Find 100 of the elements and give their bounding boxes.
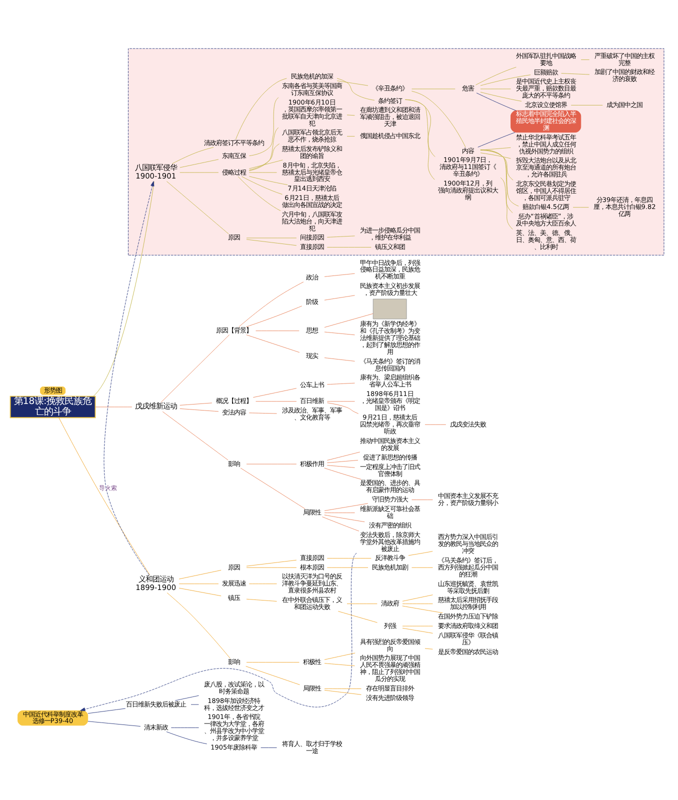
connector (326, 567, 368, 568)
connector (248, 176, 288, 186)
connector (336, 80, 368, 86)
connector (238, 282, 304, 328)
connector (88, 721, 141, 727)
connector (252, 388, 297, 398)
connector (178, 588, 222, 596)
connector (561, 73, 590, 75)
connector (500, 177, 513, 230)
connector (246, 666, 300, 685)
connector (246, 567, 297, 568)
connector (326, 465, 355, 468)
connector (180, 408, 219, 412)
connector (248, 412, 277, 414)
connector (412, 567, 433, 568)
connector (402, 606, 443, 614)
connector (480, 152, 511, 159)
connector (327, 402, 359, 414)
connector (162, 411, 228, 460)
connector (324, 332, 355, 336)
connector (180, 159, 219, 168)
connector (402, 594, 433, 602)
connector (402, 628, 433, 634)
connector (408, 551, 433, 556)
connector (166, 732, 208, 744)
connector (404, 100, 436, 158)
connector (324, 295, 355, 300)
connector (570, 104, 603, 106)
connector (478, 132, 516, 148)
connector (324, 273, 355, 277)
connector (180, 172, 219, 173)
connector (476, 92, 516, 111)
connector (178, 570, 222, 580)
connector (346, 114, 355, 116)
connector (336, 78, 375, 100)
connector (411, 90, 466, 148)
connector (346, 136, 355, 137)
connector (480, 147, 511, 150)
connector (424, 648, 433, 650)
node-box (372, 298, 407, 320)
connector (480, 92, 522, 102)
connector (249, 97, 279, 156)
connector (480, 150, 514, 180)
connector (236, 78, 287, 140)
connector (246, 334, 300, 353)
connector (326, 452, 360, 461)
connector (160, 334, 230, 402)
connector (580, 59, 590, 60)
node-box: 第18课:挽救民族危亡的斗争 (10, 396, 96, 418)
connector (326, 401, 355, 402)
cluster (128, 48, 664, 256)
connector (324, 514, 365, 522)
connector (256, 401, 297, 402)
arrow (104, 181, 154, 576)
connector (260, 747, 278, 748)
connector (324, 358, 355, 362)
connector (240, 468, 306, 509)
connector (174, 695, 200, 701)
connector (246, 598, 277, 602)
connector (88, 708, 126, 714)
connector (58, 418, 150, 576)
connector (322, 516, 360, 532)
connector (166, 592, 230, 659)
connector (248, 160, 283, 169)
connector (338, 611, 378, 623)
connector (324, 468, 362, 480)
connector (246, 306, 302, 328)
connector (324, 512, 355, 514)
connector (242, 176, 282, 195)
connector (324, 652, 356, 660)
connector (246, 239, 297, 246)
connector (248, 172, 277, 173)
connector (95, 406, 132, 408)
connector (248, 144, 280, 170)
connector (180, 402, 212, 406)
connector (326, 236, 355, 238)
connector (248, 127, 279, 172)
connector (326, 460, 358, 464)
connector (480, 88, 511, 90)
connector (256, 330, 300, 332)
connector (326, 558, 372, 559)
connector (324, 688, 362, 689)
connector (324, 663, 355, 666)
connector (412, 88, 456, 90)
connector (324, 690, 362, 695)
connector (476, 66, 516, 86)
connector (480, 150, 513, 214)
connector (572, 207, 589, 208)
connector (172, 147, 214, 164)
connector (246, 662, 300, 663)
connector (324, 503, 368, 511)
connector (246, 560, 297, 566)
connector (93, 181, 154, 396)
connector (404, 99, 435, 180)
connector (166, 181, 229, 234)
arrow (80, 552, 357, 712)
connector (480, 74, 531, 86)
connector (324, 313, 374, 328)
connector (326, 382, 355, 385)
connector (480, 150, 519, 206)
